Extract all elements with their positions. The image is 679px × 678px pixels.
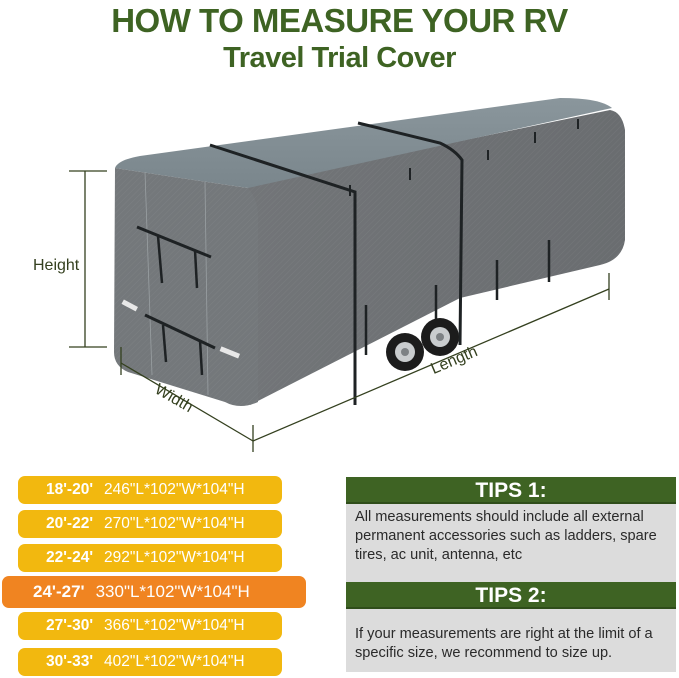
tip-1-text: All measurements should include all exte… [355,509,657,563]
size-option-30-33: 30'-33' 402"L*102"W*104"H [18,648,282,676]
page-subtitle: Travel Trial Cover [223,42,456,74]
size-range: 30'-33' [46,653,94,670]
size-option-22-24: 22'-24' 292"L*102"W*104"H [18,544,282,572]
tip-2-text: If your measurements are right at the li… [355,626,653,661]
size-dimensions: 246"L*102"W*104"H [104,481,245,498]
size-option-18-20: 18'-20' 246"L*102"W*104"H [18,476,282,504]
size-range: 20'-22' [46,515,94,532]
size-dimensions: 402"L*102"W*104"H [104,653,245,670]
size-option-20-22: 20'-22' 270"L*102"W*104"H [18,510,282,538]
size-dimensions: 366"L*102"W*104"H [104,617,245,634]
tip-2-heading: TIPS 2: [346,582,676,609]
size-dimensions: 330"L*102"W*104"H [95,582,250,601]
size-range: 22'-24' [46,549,94,566]
page-title: HOW TO MEASURE YOUR RV [111,2,568,39]
size-range: 27'-30' [46,617,94,634]
tip-1-heading: TIPS 1: [346,477,676,504]
rv-illustration: Height Width Length [0,85,679,455]
size-range: 24'-27' [33,582,85,601]
wheel-icon [386,318,459,371]
size-range: 18'-20' [46,481,94,498]
size-dimensions: 270"L*102"W*104"H [104,515,245,532]
size-option-27-30: 27'-30' 366"L*102"W*104"H [18,612,282,640]
size-option-24-27-highlighted: 24'-27' 330"L*102"W*104"H [2,576,306,608]
size-dimensions: 292"L*102"W*104"H [104,549,245,566]
rv-cover-icon [69,98,625,452]
height-label: Height [33,257,80,274]
tips-panel: TIPS 1: All measurements should include … [346,477,676,672]
